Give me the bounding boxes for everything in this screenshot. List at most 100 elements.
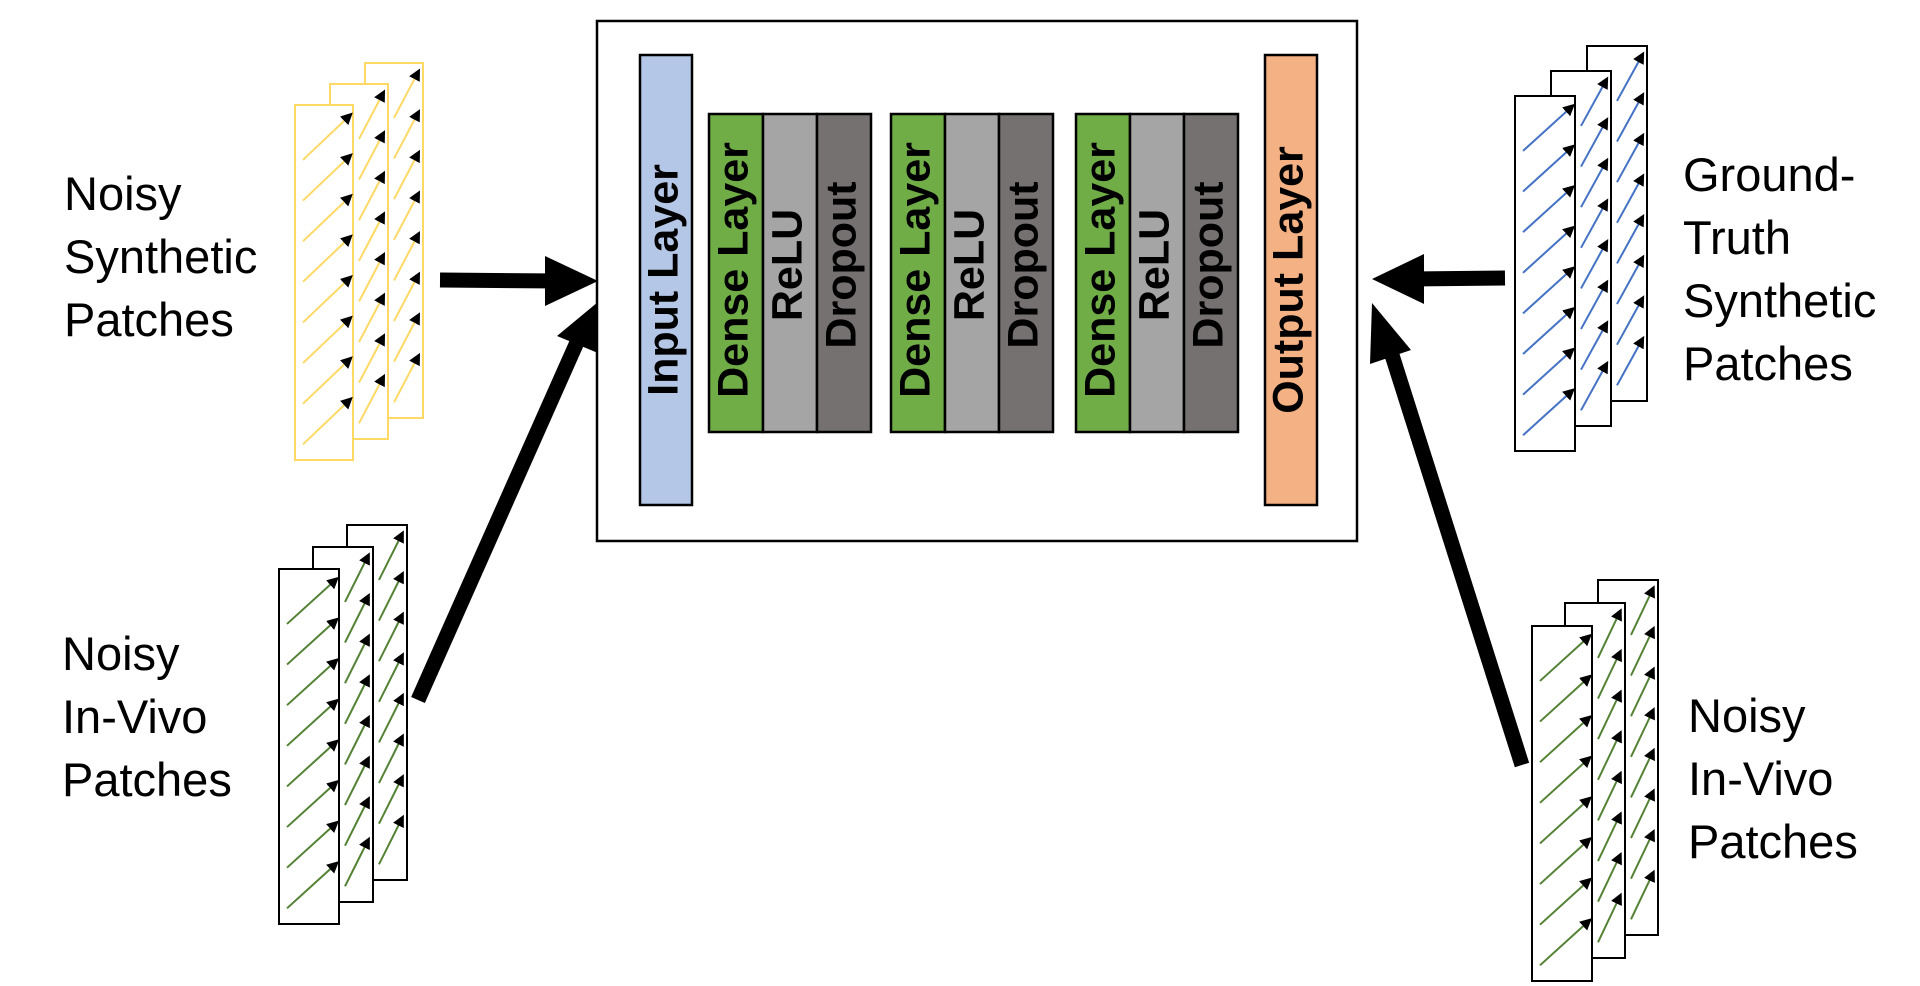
patch-arrow-mark xyxy=(393,352,421,403)
patch-arrow-mark xyxy=(1522,388,1575,437)
patch-arrow-mark xyxy=(286,698,339,747)
label-noisy-invivo-patches-right: Noisy In-Vivo Patches xyxy=(1688,689,1858,868)
patch-arrow-mark xyxy=(1630,869,1655,920)
dense-layer-box-3 xyxy=(1074,112,1132,434)
patch-arrow-mark xyxy=(286,617,339,666)
output-layer-label: Output Layer xyxy=(1264,146,1312,414)
patch-arrow-mark xyxy=(1616,51,1645,102)
patch-arrow-mark xyxy=(1616,254,1645,305)
patch-arrow-mark xyxy=(358,170,386,221)
ground-truth-synthetic-patches-stack xyxy=(1514,45,1648,452)
patch-arrow-mark xyxy=(1522,347,1575,396)
patch-arrow-mark xyxy=(1522,306,1575,355)
patch-arrow-mark xyxy=(302,234,353,283)
relu-layer-label-2: ReLU xyxy=(945,209,993,321)
patch-arrow-mark xyxy=(393,312,421,363)
patch-arrow-mark xyxy=(358,211,386,262)
output-layer-box xyxy=(1263,53,1319,507)
patch-arrow-mark xyxy=(1539,796,1592,845)
patch-arrow-mark xyxy=(1539,633,1592,682)
dropout-layer-box-2 xyxy=(997,112,1055,434)
patch-arrow-mark xyxy=(1597,689,1622,740)
patch-arrow-mark xyxy=(286,861,339,910)
patch-arrow-mark xyxy=(1539,714,1592,763)
patch-arrow-mark xyxy=(1616,335,1645,386)
arrow-invivo-to-output xyxy=(1370,303,1530,768)
patch-arrow-mark xyxy=(1597,851,1622,903)
patch-arrow-mark xyxy=(1597,770,1622,821)
patch-arrow-mark xyxy=(1539,836,1592,885)
patch-arrow-mark xyxy=(1597,648,1622,699)
patch-arrow-mark xyxy=(1522,225,1575,274)
patch-arrow-mark xyxy=(358,89,386,140)
patch-arrow-mark xyxy=(1580,76,1609,127)
patch-arrow-mark xyxy=(393,190,421,241)
dense-layer-box-1 xyxy=(707,112,765,434)
patch-arrow-mark xyxy=(344,755,370,806)
relu-layer-label-1: ReLU xyxy=(763,209,811,321)
patch-arrow-mark xyxy=(286,779,339,828)
patch-arrow-mark xyxy=(1580,360,1609,411)
patch-arrow-mark xyxy=(1597,730,1622,781)
label-noisy-invivo-patches-left: Noisy In-Vivo Patches xyxy=(62,627,232,806)
patch-arrow-mark xyxy=(344,552,370,603)
patch-arrow-mark xyxy=(1539,918,1592,967)
input-layer-label: Input Layer xyxy=(639,164,687,396)
patch-arrow-mark xyxy=(1580,320,1609,371)
patch-arrow-mark xyxy=(1522,103,1575,152)
patch-arrow-mark xyxy=(344,674,370,725)
patch-arrow-mark xyxy=(1616,132,1645,183)
patch-arrow-mark xyxy=(1522,144,1575,193)
patch-arrow-mark xyxy=(1630,828,1655,880)
patch-arrow-mark xyxy=(286,739,339,788)
patch-arrow-mark xyxy=(1539,877,1592,926)
patch-arrow-mark xyxy=(1597,892,1622,943)
patch-arrow-mark xyxy=(1597,608,1622,659)
patch-arrow-mark xyxy=(302,153,353,202)
patch-arrow-mark xyxy=(393,109,421,160)
relu-layer-label-3: ReLU xyxy=(1130,209,1178,321)
patch-arrow-mark xyxy=(358,373,386,424)
dropout-layer-box-3 xyxy=(1182,112,1240,434)
patch-arrow-mark xyxy=(1616,214,1645,264)
patch-arrow-mark xyxy=(1597,811,1622,862)
patch-arrow-mark xyxy=(1630,747,1655,798)
label-ground-truth-synthetic-patches: Ground- Truth Synthetic Patches xyxy=(1683,148,1877,390)
arrow-invivo-to-input xyxy=(411,302,598,704)
patch-arrow-mark xyxy=(1630,707,1655,758)
patch-arrow-mark xyxy=(344,836,370,887)
patch-arrow-mark xyxy=(358,333,386,384)
patch-arrow-mark xyxy=(1630,788,1655,839)
patch-arrow-mark xyxy=(1630,666,1655,717)
patch-arrow-mark xyxy=(302,315,353,364)
patch-arrow-mark xyxy=(378,733,404,784)
patch-arrow-mark xyxy=(1522,266,1575,315)
patch-arrow-mark xyxy=(378,692,404,743)
patch-arrow-mark xyxy=(1539,755,1592,804)
patch-arrow-mark xyxy=(393,271,421,322)
patch-arrow-mark xyxy=(358,130,386,181)
patch-arrow-mark xyxy=(1580,117,1609,168)
dropout-layer-box-1 xyxy=(815,112,873,434)
patch-arrow-mark xyxy=(1616,295,1645,346)
patch-arrow-mark xyxy=(302,356,353,405)
label-noisy-synthetic-patches: Noisy Synthetic Patches xyxy=(64,167,258,346)
relu-layer-box-3 xyxy=(1128,112,1186,434)
dropout-layer-label-1: Dropout xyxy=(817,181,865,348)
patch-arrow-mark xyxy=(1580,279,1609,330)
patch-arrow-mark xyxy=(286,820,339,869)
dropout-layer-label-2: Dropout xyxy=(999,181,1047,348)
patch-arrow-mark xyxy=(1630,625,1655,676)
patch-arrow-mark xyxy=(1616,92,1645,143)
patch-arrow-mark xyxy=(1616,173,1645,224)
patch-arrow-mark xyxy=(1522,184,1575,233)
patch-arrow-mark xyxy=(302,193,353,242)
patch-arrow-mark xyxy=(344,633,370,684)
patch-arrow-mark xyxy=(344,592,370,644)
patch-arrow-mark xyxy=(344,714,370,765)
input-layer-box xyxy=(638,53,694,507)
patch-arrow-mark xyxy=(378,652,404,703)
dense-layer-label-2: Dense Layer xyxy=(891,142,939,398)
